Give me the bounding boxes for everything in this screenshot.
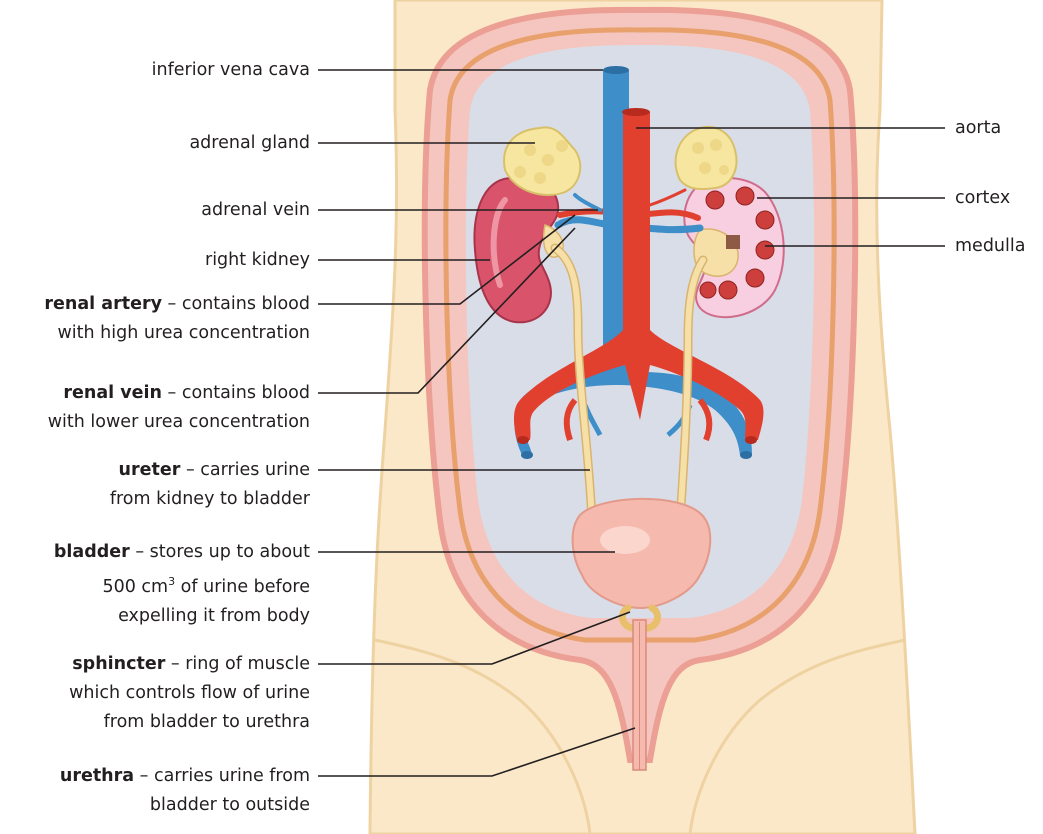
label-ureter: ureter – carries urine from kidney to bl… (110, 456, 310, 514)
label-text: adrenal vein (201, 200, 310, 220)
label-renal-vein: renal vein – contains blood with lower u… (48, 379, 310, 437)
adrenal-lobule (542, 154, 554, 166)
aorta-opening (622, 108, 650, 116)
label-desc: with high urea concentration (44, 319, 310, 348)
label-term: renal vein (63, 383, 162, 403)
label-desc: which controls flow of urine (69, 679, 310, 708)
right-kidney (474, 178, 563, 323)
adrenal-lobule (534, 172, 546, 184)
left-adrenal-body (676, 127, 737, 189)
adrenal-lobule (524, 144, 536, 156)
vein-opening (740, 451, 752, 459)
adrenal-lobule (719, 165, 729, 175)
label-desc: 500 cm (102, 577, 168, 597)
label-aorta: aorta (955, 114, 1001, 143)
medulla-pyramid (746, 269, 764, 287)
label-desc: – ring of muscle (165, 654, 310, 674)
label-desc: bladder to outside (60, 791, 310, 820)
label-text: adrenal gland (189, 133, 310, 153)
bladder-highlight (600, 526, 650, 554)
label-desc: – contains blood (162, 383, 310, 403)
label-text: inferior vena cava (152, 60, 310, 80)
label-desc: – contains blood (162, 294, 310, 314)
label-term: renal artery (44, 294, 162, 314)
label-bladder: bladder – stores up to about 500 cm3 of … (54, 538, 310, 631)
adrenal-lobule (692, 142, 704, 154)
label-text: right kidney (205, 250, 310, 270)
label-medulla: medulla (955, 232, 1025, 261)
adrenal-lobule (710, 139, 722, 151)
label-urethra: urethra – carries urine from bladder to … (60, 762, 310, 820)
medulla-pyramid (736, 187, 754, 205)
medulla-pyramid (756, 211, 774, 229)
label-desc: expelling it from body (54, 602, 310, 631)
label-desc: – carries urine from (134, 766, 310, 786)
adrenal-lobule (556, 140, 568, 152)
label-desc: from bladder to urethra (69, 708, 310, 737)
renal-sinus (726, 235, 740, 249)
vein-opening (521, 451, 533, 459)
medulla-pyramid (719, 281, 737, 299)
label-desc: with lower urea concentration (48, 408, 310, 437)
label-desc: – stores up to about (130, 542, 310, 562)
label-term: urethra (60, 766, 134, 786)
urethra (633, 620, 646, 770)
label-text: aorta (955, 118, 1001, 138)
left-adrenal-gland (676, 127, 737, 189)
label-adrenal-vein: adrenal vein (201, 196, 310, 225)
label-term: sphincter (72, 654, 165, 674)
medulla-pyramid (706, 191, 724, 209)
label-right-kidney: right kidney (205, 246, 310, 275)
label-sphincter: sphincter – ring of muscle which control… (69, 650, 310, 737)
label-desc: of urine before (175, 577, 310, 597)
medulla-pyramid (700, 282, 716, 298)
label-term: bladder (54, 542, 130, 562)
label-text: medulla (955, 236, 1025, 256)
medulla-pyramid (756, 241, 774, 259)
label-cortex: cortex (955, 184, 1010, 213)
adrenal-lobule (699, 162, 711, 174)
label-renal-artery: renal artery – contains blood with high … (44, 290, 310, 348)
label-desc: – carries urine (180, 460, 310, 480)
label-term: ureter (119, 460, 181, 480)
label-adrenal-gland: adrenal gland (189, 129, 310, 158)
label-desc: from kidney to bladder (110, 485, 310, 514)
label-text: cortex (955, 188, 1010, 208)
label-inferior-vena-cava: inferior vena cava (152, 56, 310, 85)
vena-cava-opening (603, 66, 629, 74)
artery-opening (517, 436, 529, 444)
adrenal-lobule (514, 166, 526, 178)
artery-opening (745, 436, 757, 444)
